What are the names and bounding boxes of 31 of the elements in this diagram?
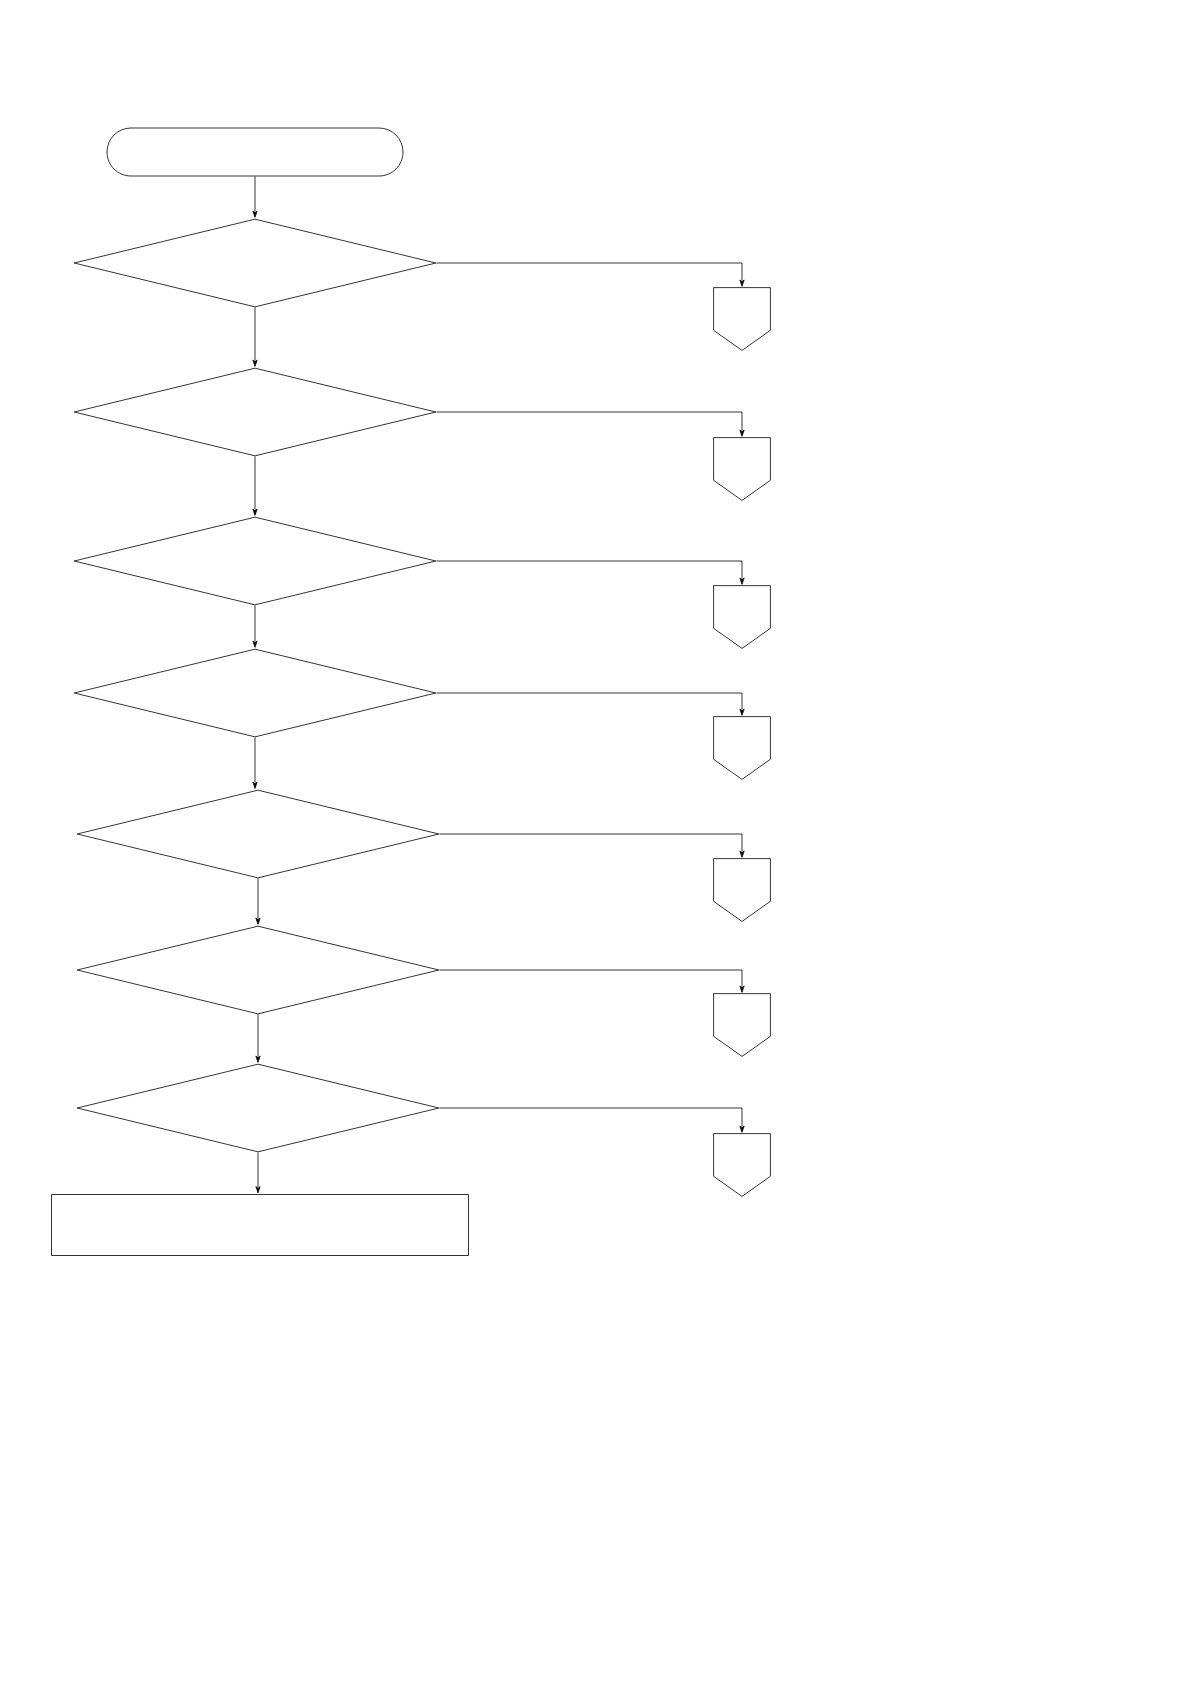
decision-diamond bbox=[76, 925, 440, 1015]
off-page-connector bbox=[713, 585, 771, 649]
arrow bbox=[436, 692, 745, 716]
off-page-connector bbox=[713, 287, 771, 351]
arrow bbox=[436, 262, 745, 287]
off-page-connector bbox=[713, 1133, 771, 1197]
arrow bbox=[255, 1152, 261, 1194]
off-page-connector bbox=[713, 858, 771, 922]
arrow bbox=[252, 737, 258, 789]
arrow bbox=[252, 605, 258, 648]
decision-diamond bbox=[76, 789, 440, 879]
off-page-connector bbox=[713, 716, 771, 780]
arrow bbox=[439, 969, 745, 993]
arrow bbox=[252, 176, 258, 218]
decision-diamond bbox=[73, 218, 437, 308]
decision-diamond bbox=[73, 648, 437, 738]
arrow bbox=[255, 878, 261, 925]
decision-diamond bbox=[73, 516, 437, 606]
arrow bbox=[252, 456, 258, 516]
arrow bbox=[439, 1107, 745, 1133]
process-box bbox=[51, 1194, 469, 1256]
off-page-connector bbox=[713, 437, 771, 501]
off-page-connector bbox=[713, 993, 771, 1057]
start-terminal bbox=[106, 127, 404, 177]
arrow bbox=[436, 411, 745, 437]
arrow bbox=[439, 833, 745, 858]
decision-diamond bbox=[76, 1063, 440, 1153]
arrow bbox=[255, 1014, 261, 1063]
decision-diamond bbox=[73, 367, 437, 457]
arrow bbox=[436, 560, 745, 585]
arrow bbox=[252, 307, 258, 367]
